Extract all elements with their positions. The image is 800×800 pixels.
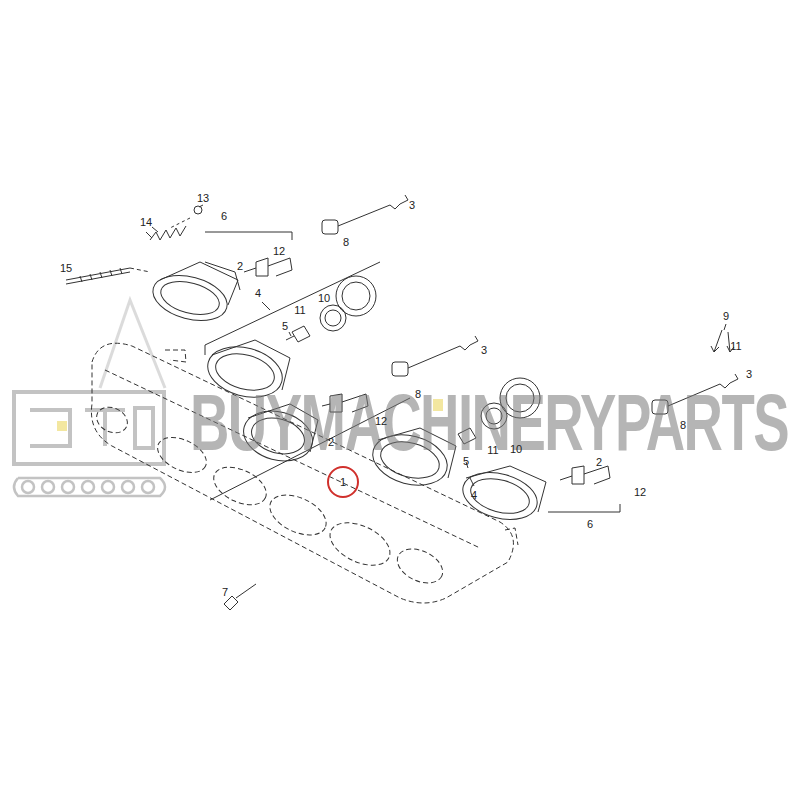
callout-number: 10 [510,444,522,455]
callout-number: 8 [343,237,349,248]
callout-number: 1 [340,477,346,488]
callout-number: 13 [197,193,209,204]
callout-number: 2 [237,261,243,272]
callout-number: 3 [409,200,415,211]
callout-number: 6 [587,519,593,530]
callout-number: 12 [375,416,387,427]
callout-number: 4 [471,490,477,501]
callout-number: 8 [680,420,686,431]
callout-number: 12 [634,487,646,498]
callout-number: 11 [294,305,305,316]
callout-number: 5 [463,456,469,467]
callout-number: 3 [746,369,752,380]
callout-number: 5 [282,321,288,332]
callout-number: 8 [415,389,421,400]
callout-number: 4 [255,288,261,299]
callout-number: 12 [273,246,285,257]
callout-number: 14 [140,217,152,228]
callout-number: 2 [328,437,334,448]
callout-number: 9 [723,311,729,322]
callout-number: 3 [481,345,487,356]
callout-number: 10 [318,293,330,304]
highlight-circle [328,467,358,497]
callout-number: 2 [596,457,602,468]
callout-number: 11 [730,341,741,352]
callout-number: 11 [487,445,498,456]
callout-number: 7 [222,587,228,598]
callout-number: 6 [221,211,227,222]
callout-number: 15 [60,263,72,274]
